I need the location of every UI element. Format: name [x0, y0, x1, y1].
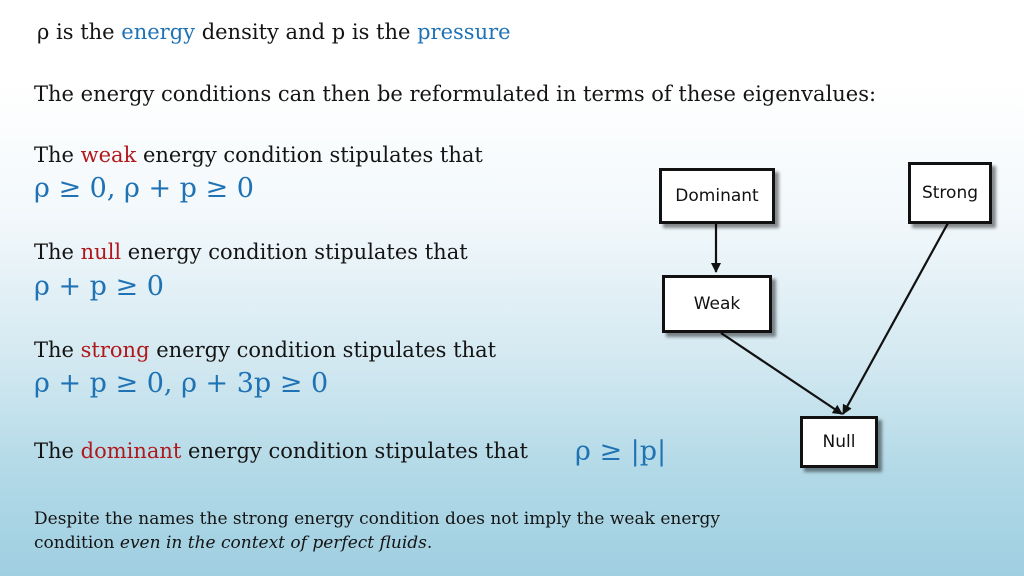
intro-text: density and	[195, 20, 332, 44]
node-weak: Weak	[662, 275, 772, 333]
heading-text: energy condition stipulates that	[181, 439, 528, 463]
weak-condition-heading: The weak energy condition stipulates tha…	[34, 143, 483, 167]
heading-text: The	[34, 338, 81, 362]
p-symbol: p	[331, 20, 346, 44]
intro-text: is the	[49, 20, 122, 44]
intro-text: is the	[345, 20, 418, 44]
null-condition-heading: The null energy condition stipulates tha…	[34, 240, 468, 264]
null-condition-equation: ρ + p ≥ 0	[34, 271, 164, 302]
heading-text: The	[34, 143, 81, 167]
edge-weak-to-null	[720, 332, 843, 415]
heading-text: The	[34, 439, 81, 463]
dominant-condition-heading: The dominant energy condition stipulates…	[34, 439, 528, 463]
node-strong: Strong	[908, 162, 992, 224]
strong-condition-heading: The strong energy condition stipulates t…	[34, 338, 496, 362]
dominant-term: dominant	[80, 439, 182, 463]
strong-term: strong	[80, 338, 150, 362]
pressure-term: pressure	[417, 20, 511, 44]
rho-symbol: ρ	[37, 20, 50, 44]
heading-text: The	[34, 240, 81, 264]
weak-condition-equation: ρ ≥ 0, ρ + p ≥ 0	[34, 173, 254, 204]
footnote-text: Despite the names the strong energy cond…	[34, 509, 721, 553]
heading-text: energy condition stipulates that	[136, 143, 483, 167]
weak-term: weak	[80, 143, 137, 167]
heading-text: energy condition stipulates that	[149, 338, 497, 362]
footnote: Despite the names the strong energy cond…	[34, 507, 794, 555]
strong-condition-equation: ρ + p ≥ 0, ρ + 3p ≥ 0	[34, 368, 329, 399]
reformulated-line: The energy conditions can then be reform…	[34, 82, 877, 106]
heading-text: energy condition stipulates that	[121, 240, 468, 264]
intro-line: ρ is the energy density and p is the pre…	[37, 20, 511, 44]
footnote-italic: even in the context of perfect fluids	[119, 533, 427, 553]
null-term: null	[80, 240, 122, 264]
footnote-end: .	[426, 533, 433, 553]
edge-strong-to-null	[842, 222, 949, 415]
dominant-condition-equation: ρ ≥ |p|	[575, 436, 667, 467]
node-null: Null	[800, 416, 878, 468]
node-dominant: Dominant	[659, 168, 775, 224]
energy-term: energy	[121, 20, 196, 44]
